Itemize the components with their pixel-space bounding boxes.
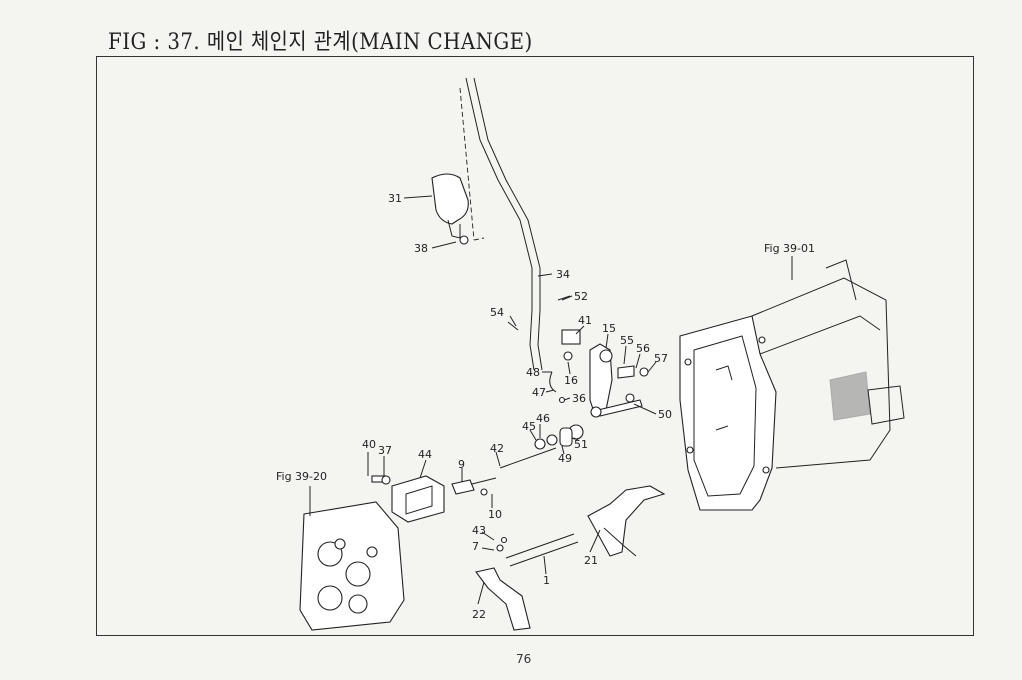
callout-22: 22	[472, 608, 486, 621]
page-number: 76	[516, 652, 532, 666]
transmission-case-part	[679, 259, 905, 511]
shift-knob-part	[431, 173, 469, 245]
callout-31: 31	[388, 192, 402, 205]
callout-37: 37	[378, 444, 392, 457]
callout-51: 51	[574, 438, 588, 451]
callout-41: 41	[578, 314, 592, 327]
callout-1: 1	[543, 574, 550, 587]
callout-55: 55	[620, 334, 634, 347]
callout-34: 34	[556, 268, 570, 281]
callout-49: 49	[558, 452, 572, 465]
callout-48: 48	[526, 366, 540, 379]
shifter-block-part	[371, 475, 497, 523]
callout-36: 36	[572, 392, 586, 405]
callout-44: 44	[418, 448, 432, 461]
figure-title: FIG : 37. 메인 체인지 관계(MAIN CHANGE)	[108, 30, 533, 55]
shift-lever-part	[459, 77, 543, 371]
diagram-frame	[96, 56, 974, 636]
callout-10: 10	[488, 508, 502, 521]
callout-43: 43	[472, 524, 486, 537]
ref-fig-39-20: Fig 39-20	[276, 470, 327, 483]
callout-7: 7	[472, 540, 479, 553]
callout-57: 57	[654, 352, 668, 365]
fork-shaft-part	[475, 485, 666, 631]
callout-50: 50	[658, 408, 672, 421]
callout-40: 40	[362, 438, 376, 451]
callout-42: 42	[490, 442, 504, 455]
callout-46: 46	[536, 412, 550, 425]
callout-52: 52	[574, 290, 588, 303]
callout-9: 9	[458, 458, 465, 471]
callout-56: 56	[636, 342, 650, 355]
leader-lines	[309, 195, 793, 605]
callout-47: 47	[532, 386, 546, 399]
callout-15: 15	[602, 322, 616, 335]
callout-45: 45	[522, 420, 536, 433]
gearbox-cover-part	[299, 501, 405, 631]
linkage-assembly-part	[499, 295, 649, 469]
callout-16: 16	[564, 374, 578, 387]
ref-fig-39-01: Fig 39-01	[764, 242, 815, 255]
callout-21: 21	[584, 554, 598, 567]
callout-38: 38	[414, 242, 428, 255]
callout-54: 54	[490, 306, 504, 319]
callout-labels: 31 38 34 52 54 41 15 55 56 57 48 16 47 3…	[276, 192, 815, 621]
